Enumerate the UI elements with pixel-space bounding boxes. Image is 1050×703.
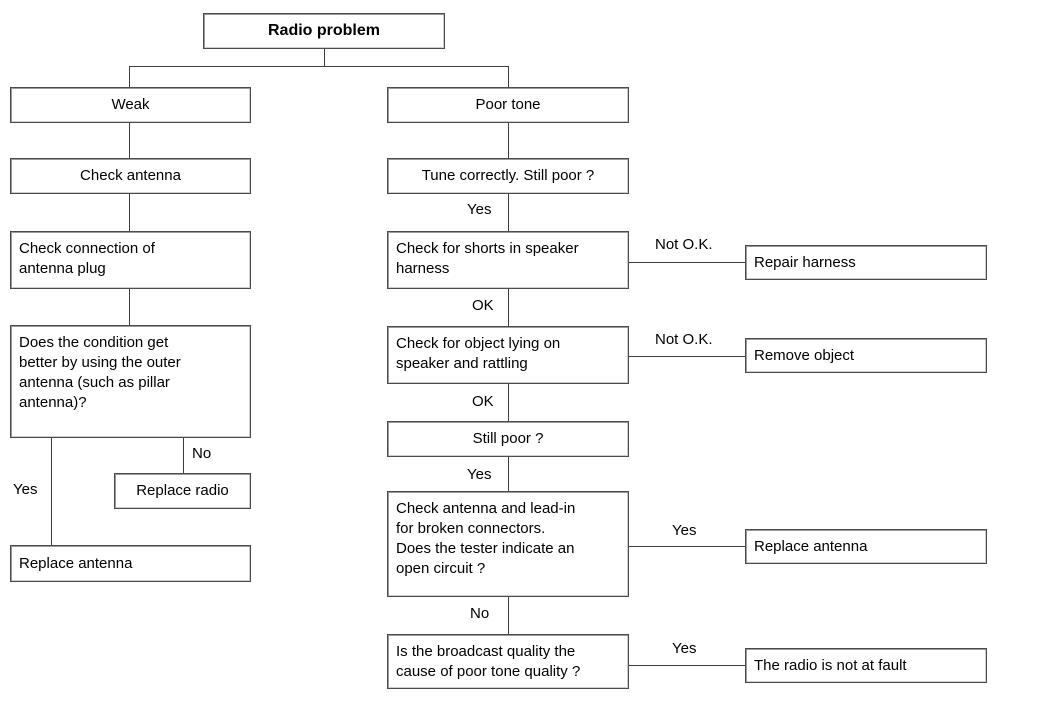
node-check-shorts[interactable]: Check for shorts in speaker harness (387, 231, 629, 289)
node-check-leadin-label: Check antenna and lead-in for broken con… (396, 500, 576, 577)
node-remove-object[interactable]: Remove object (745, 338, 987, 373)
connector-root-to-weak (129, 66, 130, 88)
connector-poor-tone-to-tune (508, 122, 509, 159)
connector-root-trunk (324, 48, 325, 67)
edge-label-yes-condition: Yes (13, 481, 38, 498)
connector-leadin-to-replace-antenna (628, 546, 746, 547)
node-radio-not-at-fault[interactable]: The radio is not at fault (745, 648, 987, 683)
connector-check-shorts-to-check-object (508, 288, 509, 326)
connector-connection-to-condition (129, 288, 130, 326)
node-check-connection-label: Check connection of antenna plug (19, 240, 155, 277)
connector-root-split-bar (129, 66, 509, 67)
connector-check-antenna-to-connection (129, 193, 130, 231)
node-radio-problem-label: Radio problem (267, 22, 380, 39)
edge-label-ok-object: OK (472, 393, 494, 410)
connector-check-object-to-still-poor (508, 384, 509, 422)
node-check-antenna[interactable]: Check antenna (10, 158, 251, 194)
node-repair-harness[interactable]: Repair harness (745, 245, 987, 280)
node-broadcast-quality-label: Is the broadcast quality the cause of po… (396, 642, 581, 680)
node-tune-correctly-label: Tune correctly. Still poor ? (421, 167, 595, 184)
node-replace-antenna-right[interactable]: Replace antenna (745, 529, 987, 564)
connector-weak-to-check-antenna (129, 122, 130, 159)
node-replace-antenna-left-label: Replace antenna (19, 554, 133, 572)
node-replace-radio-label: Replace radio (136, 482, 229, 499)
edge-label-yes-still-poor: Yes (467, 466, 492, 483)
node-condition-question[interactable]: Does the condition get better by using t… (10, 325, 251, 438)
node-repair-harness-label: Repair harness (754, 253, 856, 271)
node-still-poor[interactable]: Still poor ? (387, 421, 629, 457)
edge-label-yes-tune: Yes (467, 201, 492, 218)
edge-label-not-ok-object: Not O.K. (655, 331, 713, 348)
node-check-shorts-label: Check for shorts in speaker harness (396, 240, 579, 277)
edge-label-not-ok-shorts: Not O.K. (655, 236, 713, 253)
connector-check-object-to-remove-object (628, 356, 746, 357)
connector-still-poor-to-leadin (508, 457, 509, 492)
connector-root-to-poor-tone (508, 66, 509, 88)
connector-condition-no-to-replace-radio (183, 437, 184, 474)
node-radio-not-at-fault-label: The radio is not at fault (754, 656, 907, 674)
edge-label-yes-broadcast: Yes (672, 640, 697, 657)
node-check-antenna-label: Check antenna (80, 167, 181, 184)
edge-label-no-condition: No (192, 445, 212, 462)
node-replace-antenna-right-label: Replace antenna (754, 537, 868, 555)
node-replace-radio[interactable]: Replace radio (114, 473, 251, 509)
node-condition-question-label: Does the condition get better by using t… (19, 334, 181, 411)
node-replace-antenna-left[interactable]: Replace antenna (10, 545, 251, 582)
connector-check-shorts-to-repair-harness (628, 262, 746, 263)
node-poor-tone-label: Poor tone (475, 96, 541, 113)
connector-leadin-to-broadcast (508, 597, 509, 634)
node-radio-problem[interactable]: Radio problem (203, 13, 445, 49)
node-weak-label: Weak (111, 96, 150, 113)
node-broadcast-quality[interactable]: Is the broadcast quality the cause of po… (387, 634, 629, 689)
node-poor-tone[interactable]: Poor tone (387, 87, 629, 123)
connector-tune-to-check-shorts (508, 193, 509, 231)
node-check-object[interactable]: Check for object lying on speaker and ra… (387, 326, 629, 384)
node-tune-correctly[interactable]: Tune correctly. Still poor ? (387, 158, 629, 194)
node-still-poor-label: Still poor ? (472, 430, 544, 447)
node-check-leadin[interactable]: Check antenna and lead-in for broken con… (387, 491, 629, 597)
node-remove-object-label: Remove object (754, 346, 855, 364)
node-check-object-label: Check for object lying on speaker and ra… (396, 335, 561, 372)
connector-condition-yes-to-replace-antenna (51, 437, 52, 545)
edge-label-no-leadin: No (470, 605, 490, 622)
node-weak[interactable]: Weak (10, 87, 251, 123)
edge-label-ok-shorts: OK (472, 297, 494, 314)
node-check-connection[interactable]: Check connection of antenna plug (10, 231, 251, 289)
edge-label-yes-leadin: Yes (672, 522, 697, 539)
connector-broadcast-to-radio-not-at-fault (628, 665, 746, 666)
